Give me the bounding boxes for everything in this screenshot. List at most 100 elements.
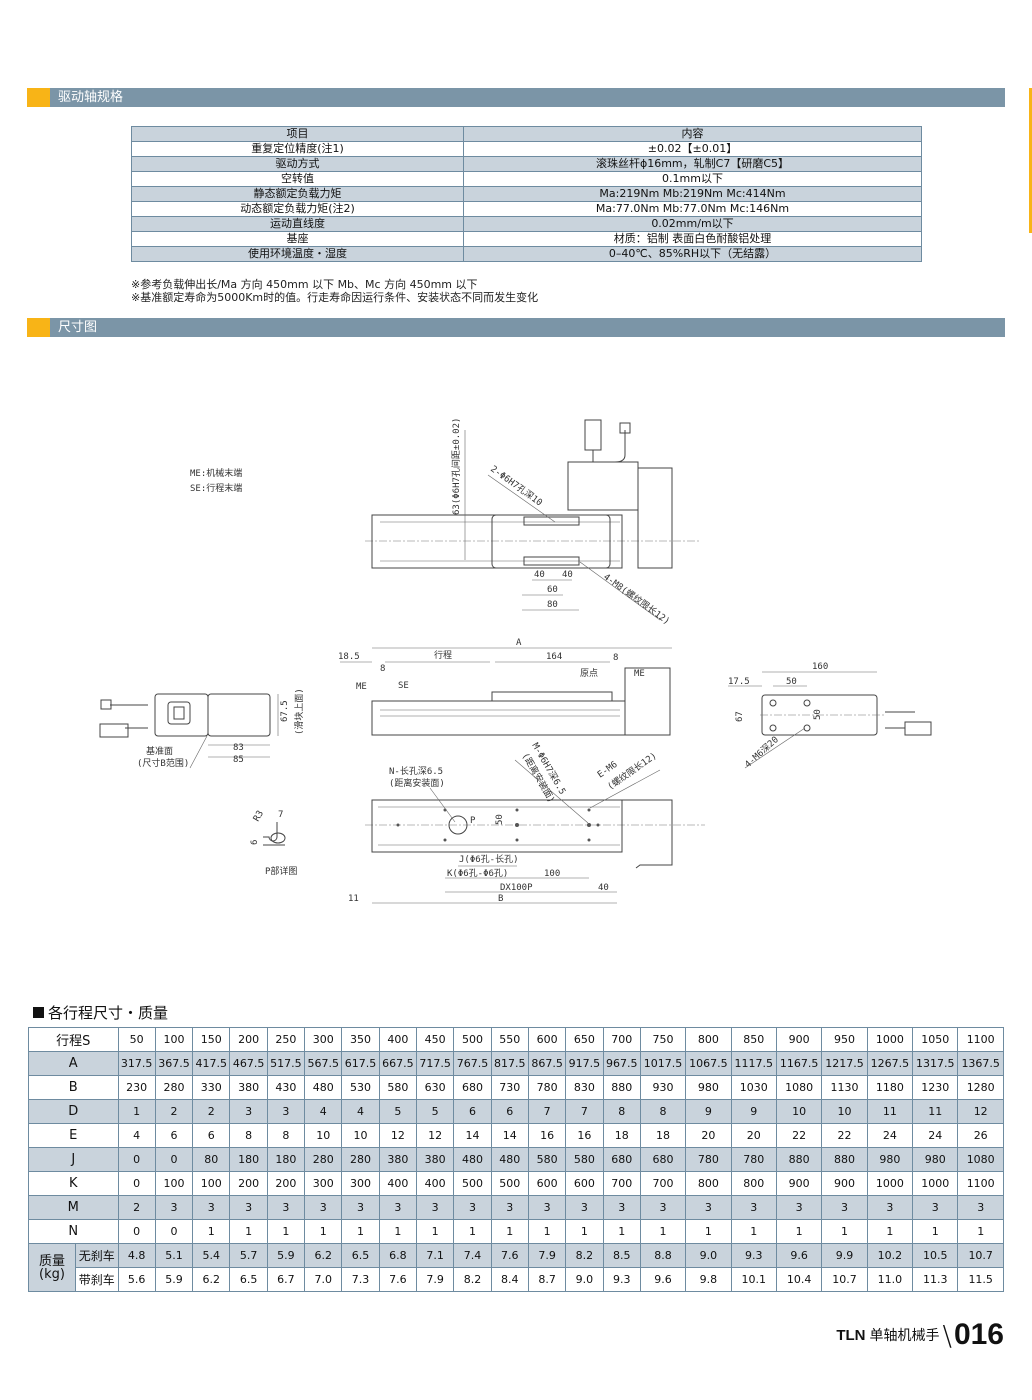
value-cell: 0.02mm/m以下 — [463, 216, 922, 232]
value-cell: 6.8 — [378, 1243, 418, 1268]
value-cell: 10.1 — [730, 1267, 777, 1292]
stroke-cell: 450 — [415, 1027, 455, 1052]
brake-label-cell: 无刹车 — [75, 1243, 119, 1268]
value-cell: 11.0 — [866, 1267, 914, 1292]
dim-17-5: 17.5 — [728, 677, 750, 687]
value-cell: 1130 — [821, 1075, 868, 1100]
stroke-cell: 500 — [453, 1027, 492, 1052]
value-cell: 5.7 — [229, 1243, 268, 1268]
value-cell: 280 — [341, 1147, 380, 1172]
value-cell: 900 — [775, 1171, 823, 1196]
value-cell: 10.7 — [821, 1267, 868, 1292]
dim-40: 40 — [562, 570, 573, 580]
top-view: 63(Φ6H7孔间距±0.02) 2-Φ6H7孔深10 4-M8(螺纹限长12)… — [365, 418, 700, 627]
value-cell: 7.9 — [415, 1267, 455, 1292]
value-cell: 900 — [821, 1171, 868, 1196]
spec-note-1: ※参考负载伸出长/Ma 方向 450mm 以下 Mb、Mc 方向 450mm 以… — [131, 278, 478, 291]
value-cell: 280 — [304, 1147, 343, 1172]
value-cell: 380 — [415, 1147, 455, 1172]
se-label: SE — [398, 681, 409, 691]
value-cell: 300 — [304, 1171, 343, 1196]
value-cell: 0 — [154, 1219, 194, 1244]
row-label-cell: K — [28, 1171, 119, 1196]
value-cell: 7 — [527, 1099, 567, 1124]
value-cell: 14 — [453, 1123, 492, 1148]
legend-me: ME:机械末端 — [190, 467, 242, 479]
value-cell: 3 — [415, 1195, 455, 1220]
value-cell: 300 — [341, 1171, 380, 1196]
mass-label: 质量 — [38, 1253, 65, 1269]
value-cell: 0.1mm以下 — [463, 171, 922, 187]
value-cell: 1 — [730, 1219, 777, 1244]
value-cell: 5.9 — [154, 1267, 194, 1292]
value-cell: 1 — [490, 1219, 529, 1244]
stroke-cell: 300 — [304, 1027, 343, 1052]
dim-18-5: 18.5 — [338, 652, 360, 662]
value-cell: 780 — [730, 1147, 777, 1172]
value-cell: 3 — [866, 1195, 914, 1220]
item-cell: 驱动方式 — [131, 156, 464, 172]
tap-label: 4-M6深20 — [743, 734, 781, 770]
value-cell: 767.5 — [453, 1051, 492, 1076]
value-cell: 8.2 — [453, 1267, 492, 1292]
value-cell: 9.6 — [775, 1243, 823, 1268]
dim-160: 160 — [812, 662, 828, 672]
me-label: ME — [634, 669, 645, 679]
stroke-table-title: 各行程尺寸・质量 — [33, 1002, 168, 1023]
value-cell: 5.9 — [266, 1243, 306, 1268]
value-cell: 1000 — [866, 1171, 914, 1196]
value-cell: 1 — [304, 1219, 343, 1244]
legend-se: SE:行程末端 — [190, 482, 242, 494]
value-cell: 700 — [639, 1171, 687, 1196]
value-cell: 8 — [266, 1123, 306, 1148]
bottom-view: N-长孔深6.5 (距离安装面) M-Φ6H7深6.5 (距离安装面) E-M6… — [348, 741, 705, 904]
value-cell: 4.8 — [117, 1243, 156, 1268]
value-cell: 930 — [639, 1075, 687, 1100]
spec-note-2: ※基准额定寿命为5000Km时的值。行走寿命因运行条件、安装状态不同而发生变化 — [131, 291, 539, 304]
value-cell: 917.5 — [565, 1051, 604, 1076]
page-number: 016 — [953, 1318, 1004, 1351]
dim-40: 40 — [534, 570, 545, 580]
item-cell: 基座 — [131, 231, 464, 247]
table-header-row: 项目内容 — [131, 126, 922, 142]
value-cell: 7.0 — [304, 1267, 343, 1292]
row-label-cell: D — [28, 1099, 119, 1124]
value-cell: 1317.5 — [912, 1051, 959, 1076]
value-cell: 9.9 — [821, 1243, 868, 1268]
p-label: P — [470, 816, 476, 826]
value-cell: 20 — [730, 1123, 777, 1148]
value-cell: 2 — [192, 1099, 231, 1124]
value-cell: 400 — [415, 1171, 455, 1196]
value-cell: 7.4 — [453, 1243, 492, 1268]
value-cell: 18 — [639, 1123, 687, 1148]
value-cell: 0 — [117, 1147, 156, 1172]
value-cell: 9.8 — [685, 1267, 732, 1292]
row-label-cell: M — [28, 1195, 119, 1220]
dim-j: J(Φ6孔-长孔) — [459, 853, 519, 865]
value-cell: 1 — [685, 1219, 732, 1244]
value-cell: 1367.5 — [957, 1051, 1004, 1076]
value-cell: 9.0 — [565, 1267, 604, 1292]
stroke-cell: 200 — [229, 1027, 268, 1052]
value-cell: 717.5 — [415, 1051, 455, 1076]
value-cell: 22 — [821, 1123, 868, 1148]
stroke-cell: 250 — [266, 1027, 306, 1052]
square-bullet-icon — [33, 1007, 44, 1018]
value-cell: 180 — [266, 1147, 306, 1172]
header-cell: 项目 — [131, 126, 464, 142]
dim-8: 8 — [380, 664, 385, 674]
value-cell: 980 — [685, 1075, 732, 1100]
value-cell: 0 — [117, 1171, 156, 1196]
dim-85: 85 — [233, 755, 244, 765]
stroke-cell: 550 — [490, 1027, 529, 1052]
stroke-cell: 900 — [775, 1027, 823, 1052]
slider-top-label: (滑块上面) — [293, 688, 305, 735]
value-cell: 3 — [565, 1195, 604, 1220]
value-cell: 80 — [192, 1147, 231, 1172]
